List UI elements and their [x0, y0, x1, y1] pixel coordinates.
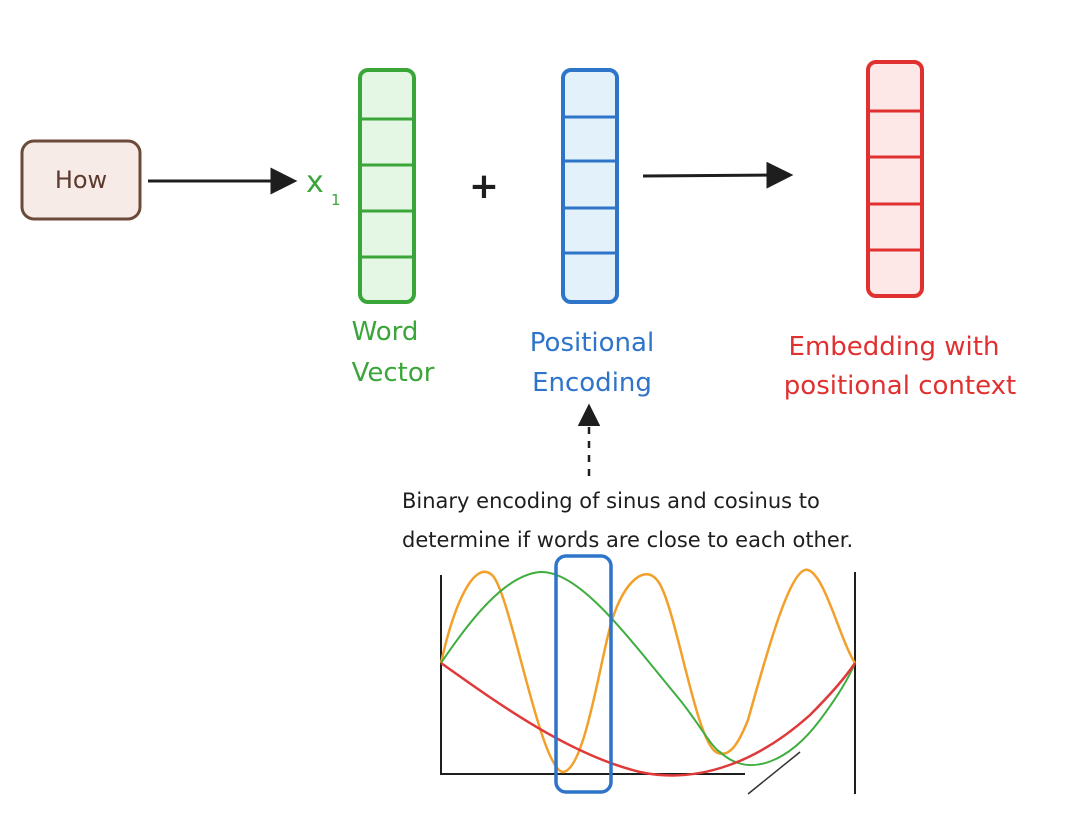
note-line-1: Binary encoding of sinus and cosinus to [402, 489, 820, 513]
x-symbol: x [306, 165, 324, 200]
output-embedding-label-1: Embedding with [789, 332, 1000, 362]
output-embedding-vector [866, 60, 924, 298]
x1-symbol: x 1 [306, 165, 341, 209]
input-token-border [20, 139, 142, 221]
highlight-window [554, 554, 613, 794]
plot-axis-stroke [747, 751, 801, 795]
positional-encoding-vector [561, 68, 619, 304]
positional-encoding-label-2: Encoding [532, 368, 652, 398]
wave-plot [439, 554, 857, 795]
orange-wave [439, 568, 857, 774]
input-token-box: How [20, 139, 142, 221]
output-arrow [642, 161, 794, 189]
red-wave [440, 661, 857, 777]
x-subscript: 1 [331, 191, 341, 209]
positional-encoding-label-1: Positional [530, 328, 654, 358]
output-embedding-label-2: positional context [784, 371, 1016, 401]
word-vector-label-2: Vector [352, 358, 435, 388]
output-embedding-frame [866, 60, 924, 298]
green-wave [440, 570, 856, 767]
note-line-2: determine if words are close to each oth… [402, 528, 853, 552]
input-token-text: How [55, 166, 107, 194]
word-vector-label-1: Word [352, 317, 419, 347]
word-vector [358, 68, 416, 304]
word-vector-frame [358, 68, 416, 304]
plus-operator: + [469, 166, 499, 207]
positional-encoding-frame [561, 68, 619, 304]
